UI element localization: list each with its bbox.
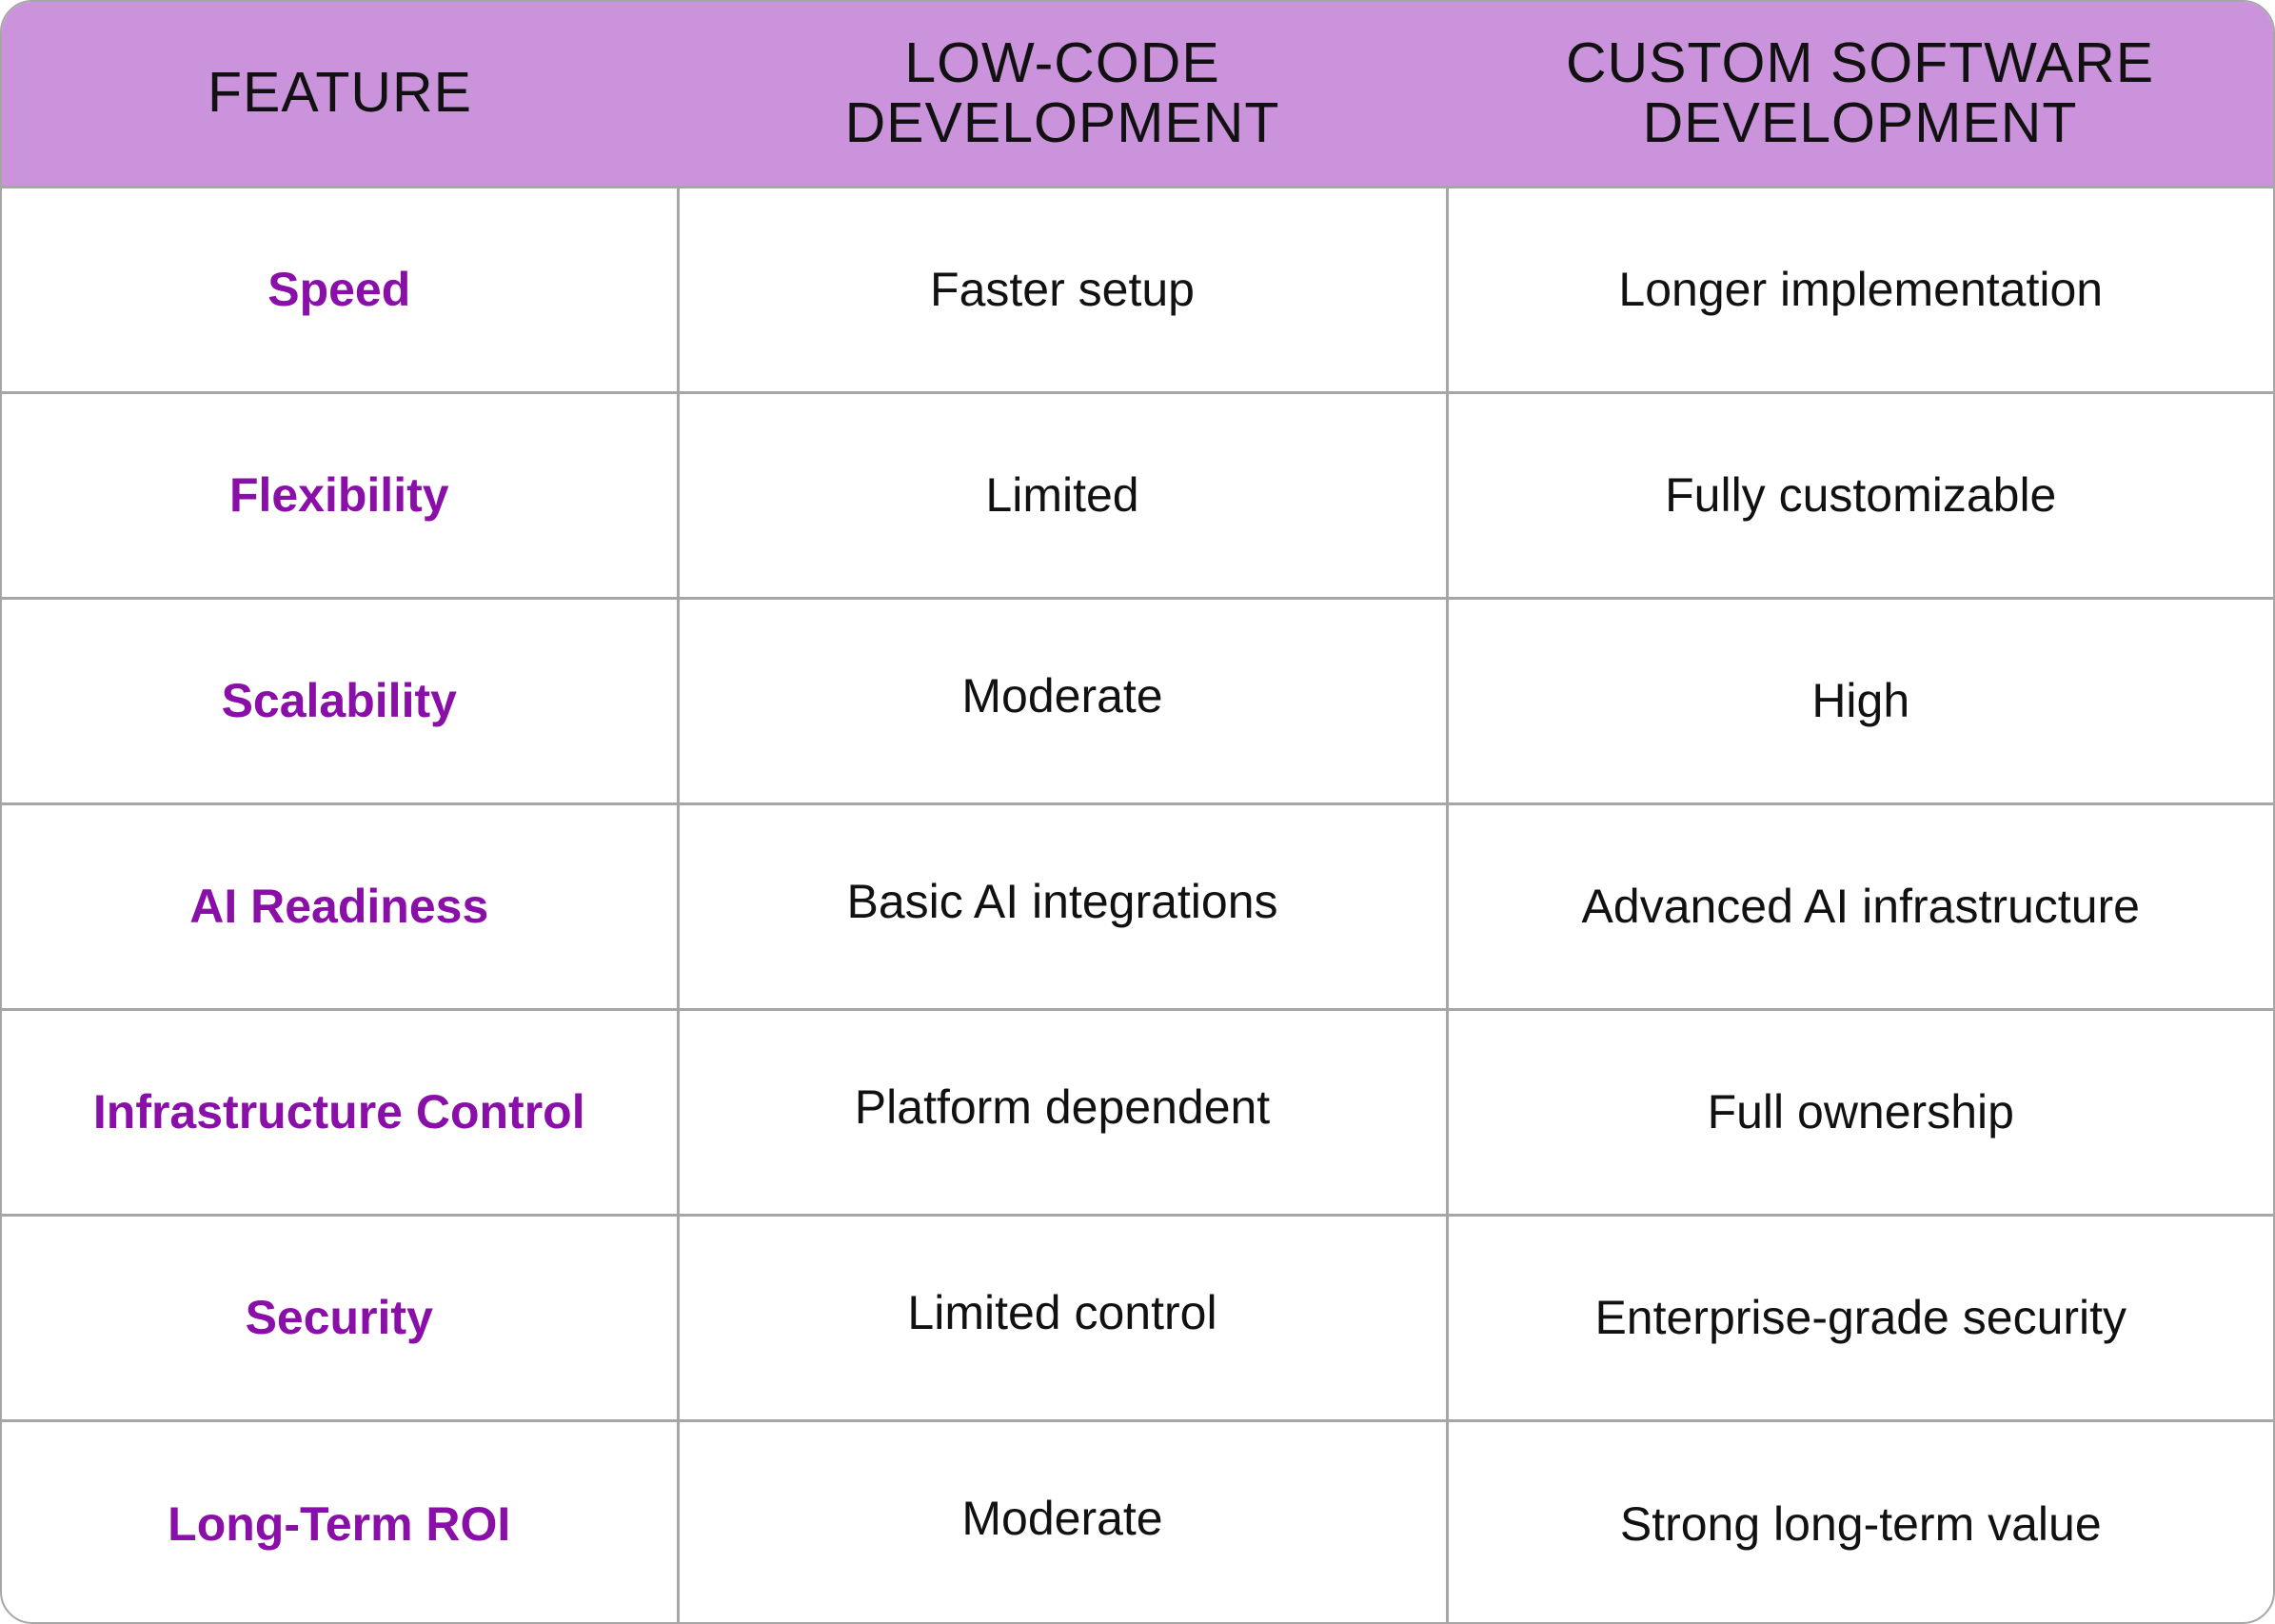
custom-cell: Enterprise-grade security <box>1445 1213 2273 1420</box>
custom-cell: Strong long-term value <box>1445 1418 2273 1622</box>
feature-cell: Speed <box>2 185 678 392</box>
header-lowcode: LOW-CODE DEVELOPMENT <box>678 2 1447 187</box>
header-row: FEATURE LOW-CODE DEVELOPMENT CUSTOM SOFT… <box>2 2 2273 187</box>
table-body: Speed Faster setup Longer implementation… <box>2 185 2273 1622</box>
header-feature: FEATURE <box>2 2 678 187</box>
feature-cell: AI Readiness <box>2 802 678 1009</box>
table-header: FEATURE LOW-CODE DEVELOPMENT CUSTOM SOFT… <box>2 2 2273 187</box>
table-row: AI Readiness Basic AI integrations Advan… <box>2 802 2273 1009</box>
header-lowcode-line1: LOW-CODE <box>904 30 1220 94</box>
feature-cell: Scalability <box>2 596 678 803</box>
lowcode-cell: Moderate <box>676 1418 1447 1622</box>
table-row: Speed Faster setup Longer implementation <box>2 185 2273 392</box>
feature-cell: Flexibility <box>2 390 678 598</box>
table-row: Long-Term ROI Moderate Strong long-term … <box>2 1418 2273 1622</box>
header-custom-line2: DEVELOPMENT <box>1642 91 2078 155</box>
feature-cell: Security <box>2 1213 678 1420</box>
table-row: Infrastructure Control Platform dependen… <box>2 1007 2273 1215</box>
table-row: Scalability Moderate High <box>2 596 2273 803</box>
custom-cell: High <box>1445 596 2273 803</box>
header-feature-label: FEATURE <box>208 61 472 125</box>
lowcode-cell: Moderate <box>676 596 1447 803</box>
custom-cell: Fully customizable <box>1445 390 2273 598</box>
feature-cell: Long-Term ROI <box>2 1418 678 1622</box>
lowcode-cell: Limited <box>676 390 1447 598</box>
feature-cell: Infrastructure Control <box>2 1007 678 1215</box>
table-row: Security Limited control Enterprise-grad… <box>2 1213 2273 1420</box>
lowcode-cell: Platform dependent <box>676 1007 1447 1215</box>
custom-cell: Advanced AI infrastructure <box>1445 802 2273 1009</box>
lowcode-cell: Faster setup <box>676 185 1447 392</box>
header-lowcode-line2: DEVELOPMENT <box>844 91 1280 155</box>
table-row: Flexibility Limited Fully customizable <box>2 390 2273 598</box>
custom-cell: Full ownership <box>1445 1007 2273 1215</box>
custom-cell: Longer implementation <box>1445 185 2273 392</box>
lowcode-cell: Limited control <box>676 1213 1447 1420</box>
header-custom: CUSTOM SOFTWARE DEVELOPMENT <box>1447 2 2273 187</box>
header-custom-line1: CUSTOM SOFTWARE <box>1565 30 2155 94</box>
lowcode-cell: Basic AI integrations <box>676 802 1447 1009</box>
